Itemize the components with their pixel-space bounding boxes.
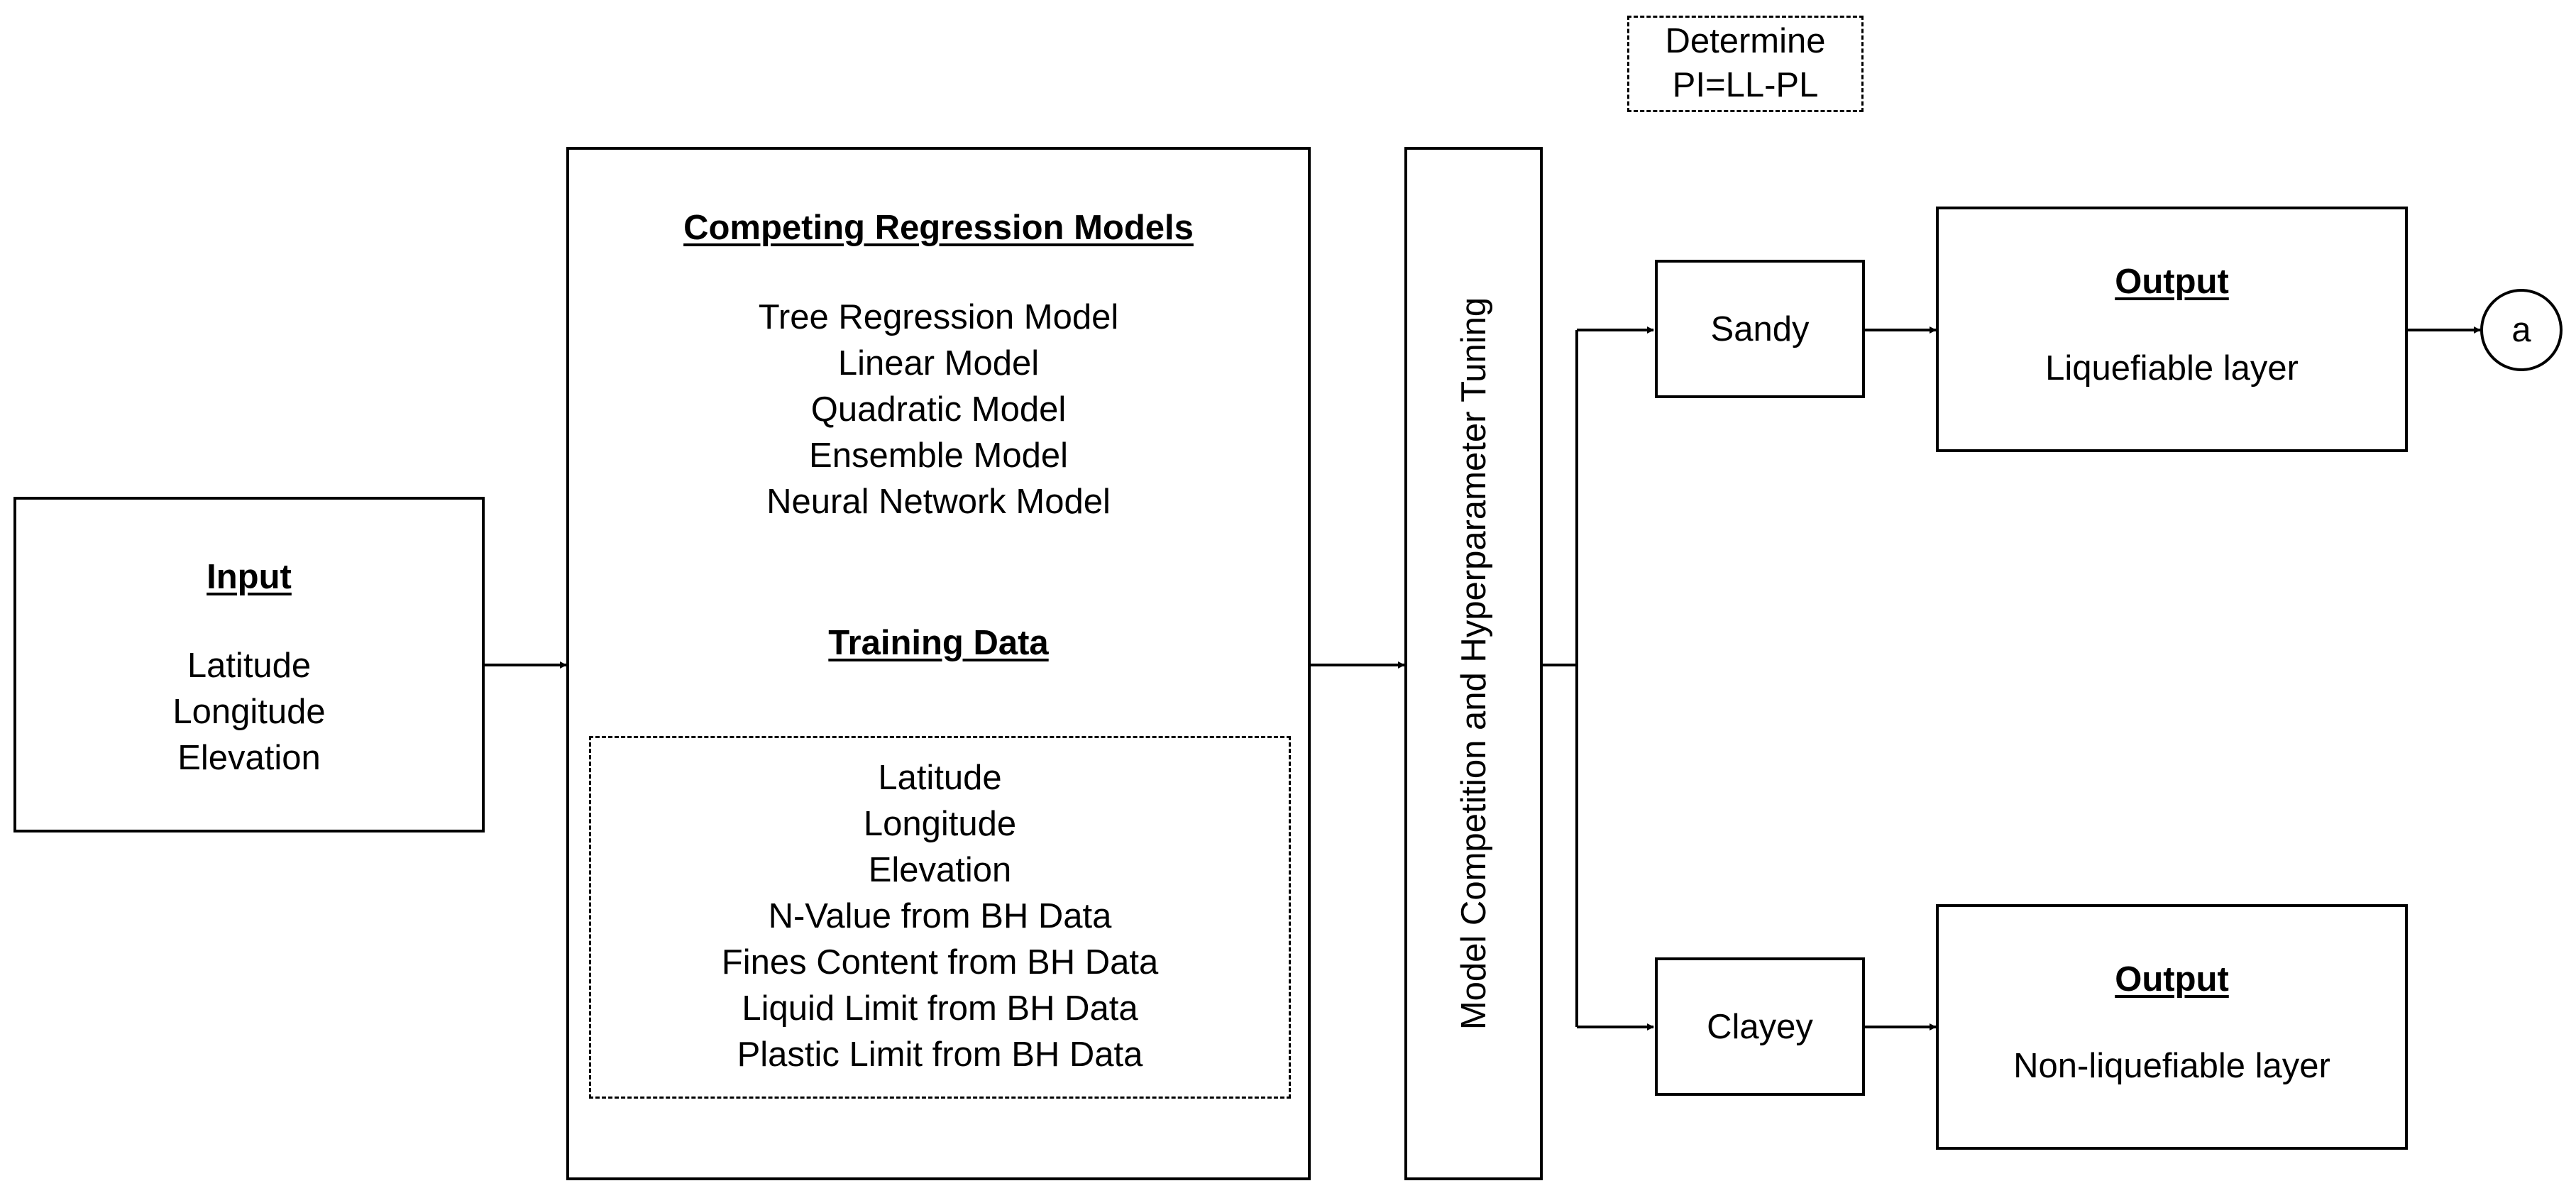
output-top-text: Liquefiable layer (2045, 349, 2299, 388)
output-bottom-text: Non-liquefiable layer (2013, 1047, 2330, 1085)
training-item: Fines Content from BH Data (721, 943, 1159, 982)
input-box: Input Latitude Longitude Elevation (13, 497, 485, 832)
input-title: Input (207, 558, 292, 596)
output-nonliquefiable-box: Output Non-liquefiable layer (1936, 904, 2408, 1150)
input-item: Latitude (187, 647, 312, 685)
model-item: Neural Network Model (766, 483, 1111, 521)
model-item: Tree Regression Model (758, 298, 1119, 336)
clayey-box: Clayey (1655, 957, 1865, 1096)
pi-note-text: Determine PI=LL-PL (1629, 19, 1861, 107)
sandy-box: Sandy (1655, 260, 1865, 398)
training-item: Elevation (868, 851, 1012, 889)
clayey-label: Clayey (1707, 1007, 1813, 1046)
training-item: Latitude (878, 759, 1002, 797)
tuning-box: Model Competition and Hyperparameter Tun… (1404, 147, 1543, 1180)
models-box: Competing Regression Models Tree Regress… (566, 147, 1311, 1180)
connector-a-circle: a (2480, 289, 2563, 371)
tuning-label: Model Competition and Hyperparameter Tun… (1454, 297, 1493, 1031)
pi-note-line: PI=LL-PL (1672, 66, 1819, 104)
pi-note-box: Determine PI=LL-PL (1627, 16, 1864, 112)
training-data-box: Latitude Longitude Elevation N-Value fro… (589, 736, 1291, 1099)
output-top-title: Output (2115, 263, 2229, 301)
output-liquefiable-box: Output Liquefiable layer (1936, 207, 2408, 452)
input-item: Longitude (172, 693, 326, 731)
connector-a-label: a (2511, 311, 2531, 349)
sandy-label: Sandy (1710, 309, 1810, 348)
input-item: Elevation (177, 739, 321, 777)
training-item: N-Value from BH Data (768, 897, 1112, 935)
output-bottom-title: Output (2115, 960, 2229, 999)
model-item: Linear Model (837, 344, 1040, 383)
model-item: Quadratic Model (810, 390, 1067, 429)
model-item: Ensemble Model (809, 436, 1068, 475)
training-item: Plastic Limit from BH Data (737, 1035, 1143, 1074)
training-item: Liquid Limit from BH Data (742, 989, 1138, 1028)
training-items: Latitude Longitude Elevation N-Value fro… (591, 755, 1289, 1078)
pi-note-line: Determine (1665, 22, 1826, 60)
training-title: Training Data (828, 624, 1049, 662)
input-items: Latitude Longitude Elevation (16, 643, 482, 781)
models-list: Tree Regression Model Linear Model Quadr… (569, 295, 1308, 525)
training-item: Longitude (863, 805, 1017, 843)
models-title: Competing Regression Models (683, 209, 1194, 247)
